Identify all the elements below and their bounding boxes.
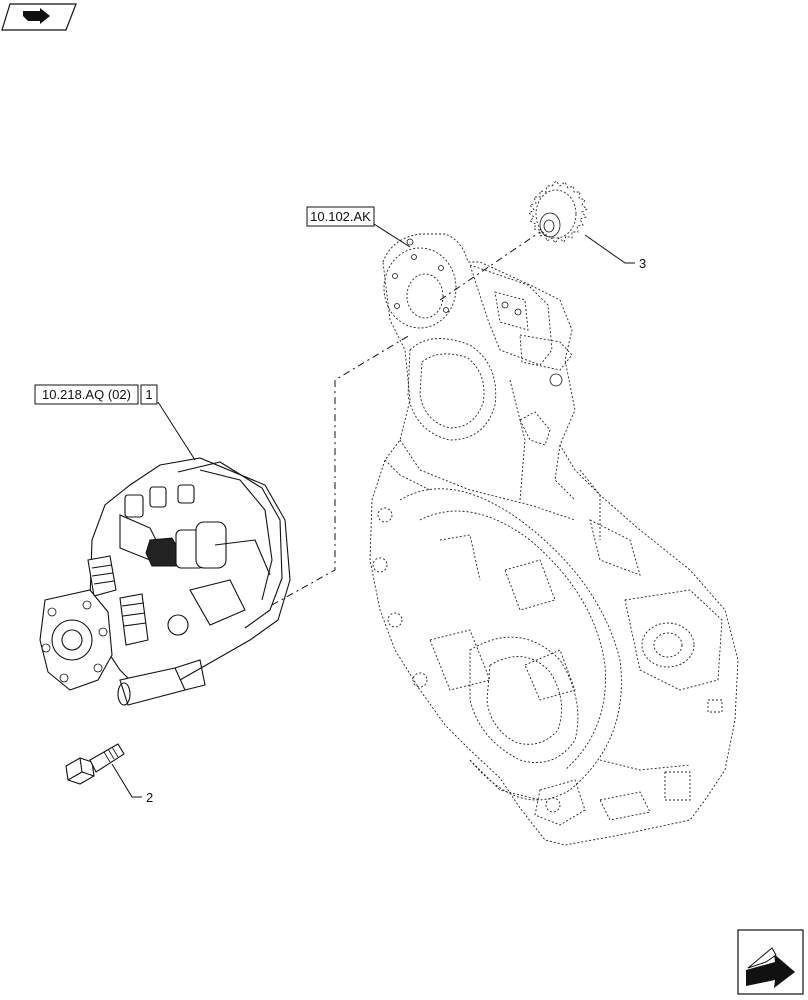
next-page-arrow-icon[interactable] [737, 929, 804, 995]
leader-gear [584, 234, 635, 264]
book-arrow-icon[interactable] [1, 3, 77, 31]
leader-bolt [111, 763, 142, 798]
gear-part [528, 180, 588, 244]
gear-install-line [439, 231, 541, 301]
item-3-label: 3 [639, 256, 646, 271]
callout-item-1[interactable]: 1 [140, 384, 158, 405]
callout-pump-ref[interactable]: 10.218.AQ (02) [34, 384, 139, 405]
pump-install-line [271, 334, 411, 606]
housing-ref-label: 10.102.AK [310, 209, 371, 224]
item-1-label: 1 [145, 387, 152, 402]
leader-housing [373, 223, 411, 248]
bolt-part [65, 743, 125, 785]
leader-pump [157, 401, 196, 461]
flywheel-housing [369, 233, 739, 846]
callout-housing-ref[interactable]: 10.102.AK [306, 206, 375, 227]
item-2-label: 2 [146, 790, 153, 805]
fuel-pump-part [39, 457, 291, 706]
pump-ref-label: 10.218.AQ (02) [42, 387, 131, 402]
